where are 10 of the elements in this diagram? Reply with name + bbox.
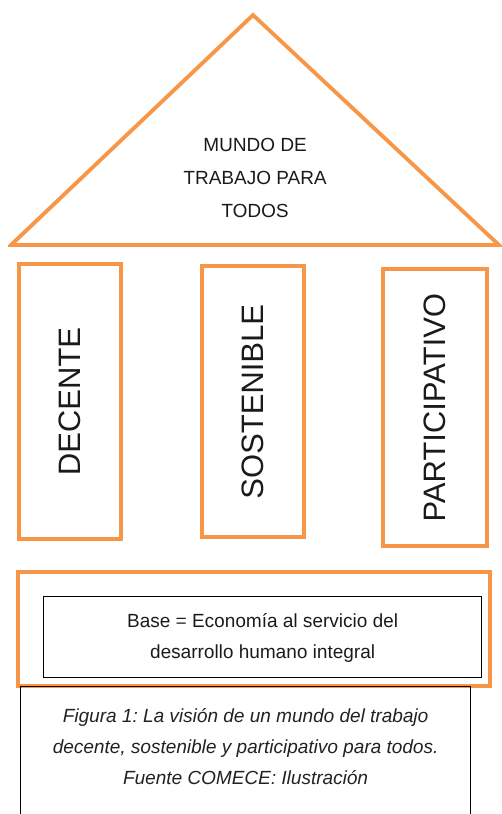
base-box <box>16 570 492 688</box>
pillar-box <box>17 262 123 541</box>
base-label: Base = Economía al servicio del desarrollo humano integral <box>43 596 482 678</box>
pillar-label: PARTICIPATIVO <box>417 293 453 522</box>
pillar-label: DECENTE <box>52 327 88 476</box>
caption: Figura 1: La visión de un mundo del trabajo decente, sostenible y participativo para todos. Fuente COMECE: Ilustración <box>20 686 471 814</box>
roof-title: MUNDO DE TRABAJO PARA TODOS <box>182 134 328 224</box>
pillar-box <box>381 267 489 548</box>
pillar-box <box>200 264 306 539</box>
pillar-label: SOSTENIBLE <box>235 304 271 499</box>
